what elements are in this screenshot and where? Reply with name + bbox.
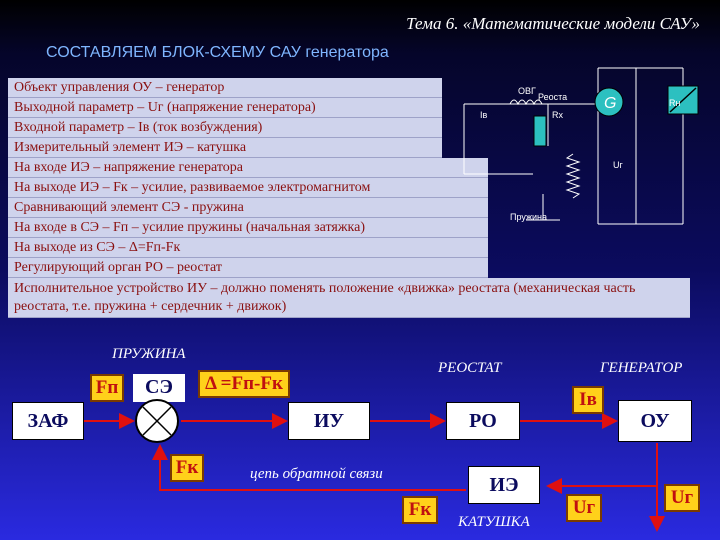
caption-generator: ГЕНЕРАТОР: [600, 360, 683, 376]
line-ie-output: На выходе ИЭ – Fк – усилие, развиваемое …: [8, 178, 488, 198]
line-actuator: Исполнительное устройство ИУ – должно по…: [8, 278, 690, 318]
slide-title: Тема 6. «Математические модели САУ»: [406, 14, 700, 33]
caption-feedback-loop: цепь обратной связи: [250, 466, 383, 482]
block-ro: РО: [446, 402, 520, 440]
comparator-circle: [135, 399, 179, 443]
tag-delta: Δ =Fп-Fк: [198, 370, 290, 398]
tag-ug-right: Uг: [664, 484, 700, 512]
tag-ug-left: Uг: [566, 494, 602, 522]
spring-label: Пружина: [510, 212, 547, 222]
line-se-output: На выходе из СЭ – Δ=Fп-Fк: [8, 238, 488, 258]
line-regulating: Регулирующий орган РО – реостат: [8, 258, 488, 278]
tag-fk-left: Fк: [170, 454, 204, 482]
rheostat-label: Реоста: [538, 92, 567, 102]
ovg-label: ОВГ: [518, 86, 536, 96]
rn-label: Rн: [669, 98, 680, 108]
line-input: Входной параметр – Iв (ток возбуждения): [8, 118, 442, 138]
block-se: СЭ: [133, 374, 185, 402]
block-ou: ОУ: [618, 400, 692, 442]
generator-label: G: [604, 95, 616, 112]
line-object: Объект управления ОУ – генератор: [8, 78, 442, 98]
tag-fk-right: Fк: [402, 496, 438, 524]
rheostat-symbol: [533, 115, 547, 147]
block-iu: ИУ: [288, 402, 370, 440]
tag-fp: Fп: [90, 374, 124, 402]
ug-label: Uг: [613, 160, 623, 170]
line-se-input: На входе в СЭ – Fп – усилие пружины (нач…: [8, 218, 488, 238]
line-output: Выходной параметр – Uг (напряжение генер…: [8, 98, 442, 118]
circuit-schematic: G ОВГ Iв Реоста Rх Rн Uг Пружина: [463, 67, 699, 225]
line-measuring: Измерительный элемент ИЭ – катушка: [8, 138, 442, 158]
slide-subtitle: СОСТАВЛЯЕМ БЛОК-СХЕМУ САУ генератора: [46, 44, 389, 61]
line-comparing: Сравнивающий элемент СЭ - пружина: [8, 198, 488, 218]
block-zaf: ЗАФ: [12, 402, 84, 440]
caption-coil: КАТУШКА: [458, 514, 530, 530]
iv-label: Iв: [480, 110, 488, 120]
block-ie: ИЭ: [468, 466, 540, 504]
caption-spring: ПРУЖИНА: [112, 346, 186, 362]
caption-rheostat: РЕОСТАТ: [438, 360, 502, 376]
line-ie-input: На входе ИЭ – напряжение генератора: [8, 158, 488, 178]
rx-label: Rх: [552, 110, 563, 120]
tag-iv: Iв: [572, 386, 604, 414]
generator-icon: [594, 87, 624, 117]
